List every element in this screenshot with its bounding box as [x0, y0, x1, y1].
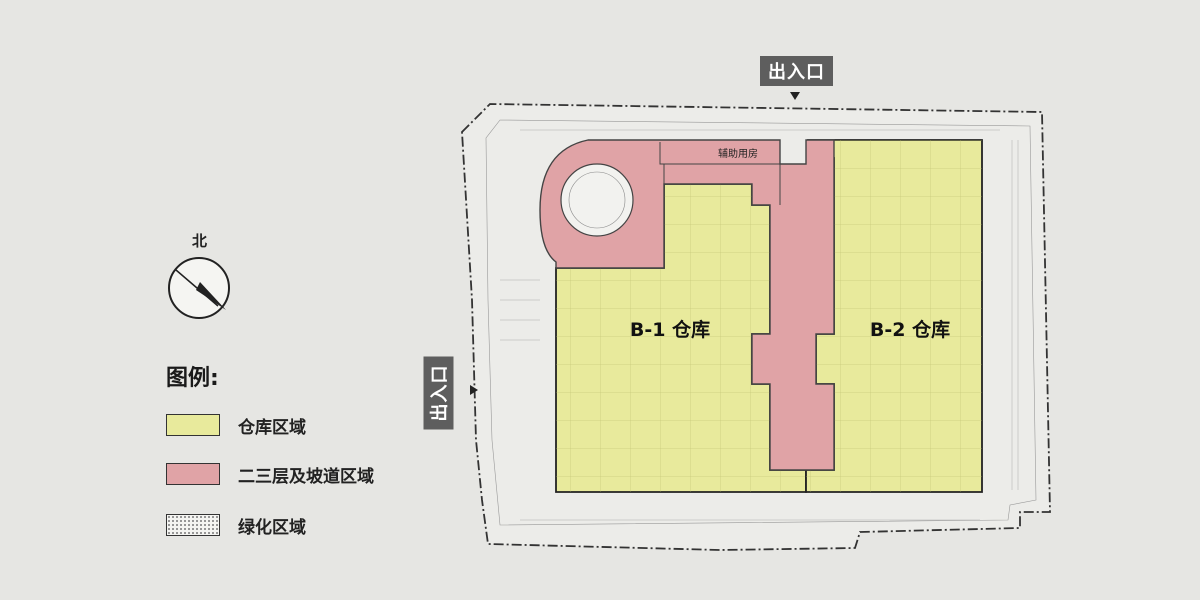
green-swatch: [166, 514, 220, 536]
warehouse-b1-label: B-1 仓库: [630, 318, 710, 341]
left-gate-arrow-icon: [470, 385, 478, 395]
warehouse-b2-label: B-2 仓库: [870, 318, 950, 341]
ramp-swatch: [166, 463, 220, 485]
gate-label-top: 出入口: [760, 56, 833, 86]
north-label: 北: [192, 232, 208, 250]
gate-label-left: 出入口: [423, 356, 454, 430]
legend-item-green: 绿化区域: [166, 512, 306, 538]
inner-road-line: [485, 119, 1037, 526]
aux-room-label: 辅助用房: [718, 147, 758, 160]
top-gate-arrow-icon: [790, 92, 800, 100]
legend-label: 二三层及坡道区域: [238, 466, 374, 487]
parking-stripes: [500, 129, 1019, 521]
ramp-core: [560, 163, 634, 237]
warehouse-swatch: [166, 414, 220, 436]
north-arrow-icon: [168, 257, 230, 319]
legend-item-ramp: 二三层及坡道区域: [166, 461, 374, 487]
legend-label: 绿化区域: [238, 517, 306, 538]
legend-title: 图例:: [166, 366, 219, 391]
legend-label: 仓库区域: [238, 417, 306, 438]
legend-item-warehouse: 仓库区域: [166, 412, 306, 438]
